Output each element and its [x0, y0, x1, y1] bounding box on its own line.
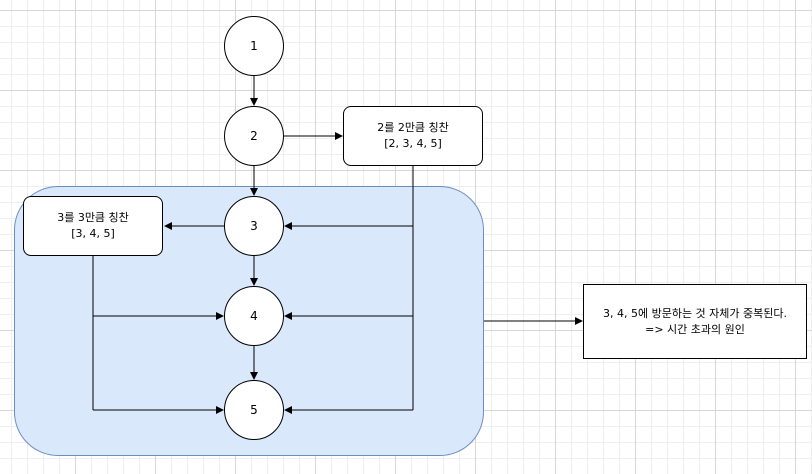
- node-1: 1: [224, 16, 284, 76]
- node-4-label: 4: [250, 309, 258, 323]
- node-5: 5: [224, 380, 284, 440]
- result-box: 3, 4, 5에 방문하는 것 자체가 중복된다. => 시간 초과의 원인: [583, 284, 807, 359]
- node-4: 4: [224, 286, 284, 346]
- note-visit-3: 3를 3만큼 칭찬 [3, 4, 5]: [23, 196, 163, 256]
- result-line-2: => 시간 초과의 원인: [645, 322, 745, 336]
- node-3: 3: [224, 196, 284, 256]
- note-visit-3-list: [3, 4, 5]: [71, 227, 115, 240]
- node-3-label: 3: [250, 219, 258, 233]
- node-2-label: 2: [250, 129, 258, 143]
- note-visit-2-title: 2를 2만큼 칭찬: [377, 121, 449, 134]
- node-5-label: 5: [250, 403, 258, 417]
- note-visit-2-list: [2, 3, 4, 5]: [384, 137, 442, 150]
- result-line-1: 3, 4, 5에 방문하는 것 자체가 중복된다.: [602, 306, 788, 320]
- note-visit-2: 2를 2만큼 칭찬 [2, 3, 4, 5]: [343, 106, 483, 166]
- note-visit-3-title: 3를 3만큼 칭찬: [57, 211, 129, 224]
- node-1-label: 1: [250, 39, 258, 53]
- node-2: 2: [224, 106, 284, 166]
